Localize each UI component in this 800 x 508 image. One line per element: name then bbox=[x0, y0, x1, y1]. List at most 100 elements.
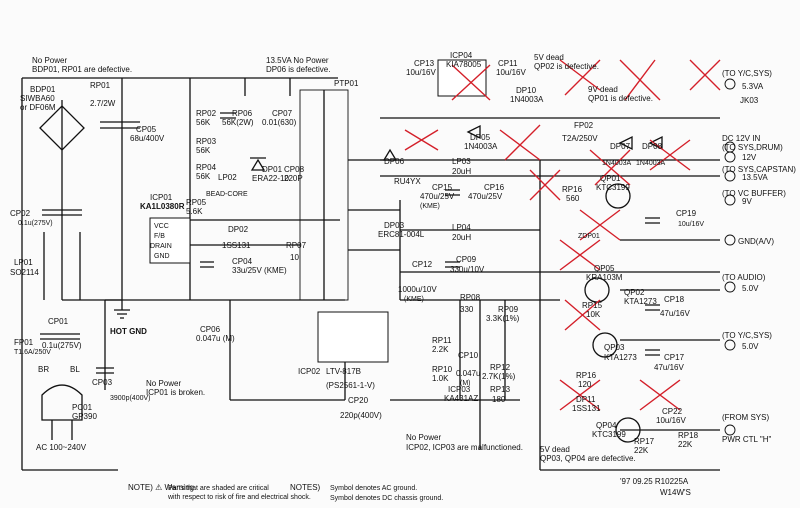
label-dp01-val: ERA22-10 bbox=[252, 174, 289, 183]
label-lp03-val: 20uH bbox=[452, 167, 471, 176]
label-lp03: LP03 bbox=[452, 157, 471, 166]
label-cp06-val: 0.047u (M) bbox=[196, 334, 235, 343]
label-bdp01: BDP01 bbox=[30, 85, 56, 94]
out-1: (TO Y/C,SYS) bbox=[722, 69, 772, 78]
note-no-power-1: No Power bbox=[32, 56, 67, 65]
label-cp02-val: 0.1u(275V) bbox=[18, 220, 53, 227]
label-rp12-val: 2.7K(1%) bbox=[482, 372, 516, 381]
label-rp09: RP09 bbox=[498, 305, 519, 314]
label-rp01-val: 2.7/2W bbox=[90, 99, 116, 108]
label-zdp01: ZDP01 bbox=[578, 233, 600, 240]
label-cp04-val: 33u/25V (KME) bbox=[232, 266, 287, 275]
label-lp01: LP01 bbox=[14, 258, 33, 267]
label-ac: AC 100~240V bbox=[36, 443, 87, 452]
label-rp12: RP12 bbox=[490, 363, 511, 372]
label-rp03-val: 56K bbox=[196, 146, 211, 155]
label-cp19: CP19 bbox=[676, 209, 697, 218]
out-jk03: JK03 bbox=[740, 96, 759, 105]
label-fp02-val: T2A/250V bbox=[562, 134, 598, 143]
note-5v-bottom-body: QP03, QP04 are defective. bbox=[540, 454, 636, 463]
label-dp05-val: 1N4003A bbox=[464, 142, 498, 151]
label-rp11-val: 2.2K bbox=[432, 345, 449, 354]
label-rp13: RP13 bbox=[490, 385, 511, 394]
label-rp16: RP16 bbox=[562, 185, 583, 194]
label-cp19-val: 10u/16V bbox=[678, 221, 704, 228]
note-no-power-3: No Power bbox=[406, 433, 441, 442]
out-3-v: 13.5VA bbox=[742, 173, 768, 182]
label-cp01-val: 0.1u(275V) bbox=[42, 341, 82, 350]
label-qp02: QP02 bbox=[624, 288, 645, 297]
out-6: (TO AUDIO) bbox=[722, 273, 766, 282]
out-4-v: 9V bbox=[742, 197, 752, 206]
label-qp04: QP04 bbox=[596, 421, 617, 430]
label-rp02-val: 56K bbox=[196, 118, 211, 127]
label-cp03-val: 3900p(400V) bbox=[110, 395, 150, 402]
label-qp05: QP05 bbox=[594, 264, 615, 273]
label-cp18: CP18 bbox=[664, 295, 685, 304]
label-fp01-val: T1.6A/250V bbox=[14, 349, 51, 356]
label-pc01: PC01 bbox=[72, 403, 93, 412]
label-dp07-val: 1N4003A bbox=[602, 160, 632, 167]
label-cp05-val: 68u/400V bbox=[130, 134, 165, 143]
label-icp02-alt: (PS2561-1-V) bbox=[326, 381, 375, 390]
footer-note-label: NOTE) ⚠ Warning bbox=[128, 483, 194, 492]
note-no-power-2-body: ICP01 is broken. bbox=[146, 388, 205, 397]
label-cp16-val: 470u/25V bbox=[468, 192, 503, 201]
label-hot-gnd: HOT GND bbox=[110, 327, 147, 336]
out-2-v: 12V bbox=[742, 153, 757, 162]
label-cp10: CP10 bbox=[458, 351, 479, 360]
label-lp04: LP04 bbox=[452, 223, 471, 232]
label-rp05: RP05 bbox=[186, 198, 207, 207]
label-rp09-val: 3.3K(1%) bbox=[486, 314, 520, 323]
pin-drain: DRAIN bbox=[150, 243, 172, 250]
label-cp11-val: 10u/16V bbox=[496, 68, 526, 77]
note-13v-body: DP06 is defective. bbox=[266, 65, 330, 74]
label-cp07-val: 0.01(630) bbox=[262, 118, 297, 127]
out-5: GND(A/V) bbox=[738, 237, 774, 246]
label-rp10: RP10 bbox=[432, 365, 453, 374]
pin-vcc: VCC bbox=[154, 223, 169, 230]
label-rp13-val: 180 bbox=[492, 395, 506, 404]
note-5v-bottom: 5V dead bbox=[540, 445, 570, 454]
label-rp10-val: 1.0K bbox=[432, 374, 449, 383]
label-df06m: or DF06M bbox=[20, 103, 56, 112]
label-cp08: CP08 bbox=[284, 165, 305, 174]
label-dp02-val: 1SS131 bbox=[222, 241, 251, 250]
label-icp02: ICP02 bbox=[298, 367, 321, 376]
label-cp06: CP06 bbox=[200, 325, 221, 334]
label-br: BR bbox=[38, 365, 49, 374]
label-rp04: RP04 bbox=[196, 163, 217, 172]
label-cp12-val: 1000u/10V bbox=[398, 285, 437, 294]
out-7: (TO Y/C,SYS) bbox=[722, 331, 772, 340]
label-dp08-val: 1N4003A bbox=[636, 160, 666, 167]
label-cp09-val: 330u/10V bbox=[450, 265, 485, 274]
note-9v-body: QP01 is defective. bbox=[588, 94, 653, 103]
note-no-power-2: No Power bbox=[146, 379, 181, 388]
out-2: (TO SYS,DRUM) bbox=[722, 143, 783, 152]
label-rp17: RP17 bbox=[634, 437, 655, 446]
label-icp02-val: LTV-817B bbox=[326, 367, 361, 376]
label-cp15: CP15 bbox=[432, 183, 453, 192]
label-cp12-kme: (KME) bbox=[404, 296, 424, 303]
label-rp02: RP02 bbox=[196, 109, 217, 118]
label-dp06: DP06 bbox=[384, 157, 405, 166]
label-dp05: DP05 bbox=[470, 133, 491, 142]
out-7-v: 5.0V bbox=[742, 342, 759, 351]
label-dp11: DP11 bbox=[576, 395, 596, 404]
label-rp16b: RP16 bbox=[576, 371, 597, 380]
label-bl: BL bbox=[70, 365, 80, 374]
label-pc01-val: GP390 bbox=[72, 412, 97, 421]
label-cp04: CP04 bbox=[232, 257, 253, 266]
label-rp04-val: 56K bbox=[196, 172, 211, 181]
out-1-v: 5.3VA bbox=[742, 82, 764, 91]
footer-model: W14W'S bbox=[660, 488, 691, 497]
label-qp05-val: KRA103M bbox=[586, 273, 623, 282]
label-cp09: CP09 bbox=[456, 255, 477, 264]
label-icp01: ICP01 bbox=[150, 193, 173, 202]
footer-date: '97 09.25 R10225A bbox=[620, 477, 689, 486]
label-icp01-val: KA1L0380R bbox=[140, 202, 185, 211]
label-rp06: RP06 bbox=[232, 109, 253, 118]
label-icp03: ICP03 bbox=[448, 385, 471, 394]
out-4: (TO VC BUFFER) bbox=[722, 189, 786, 198]
